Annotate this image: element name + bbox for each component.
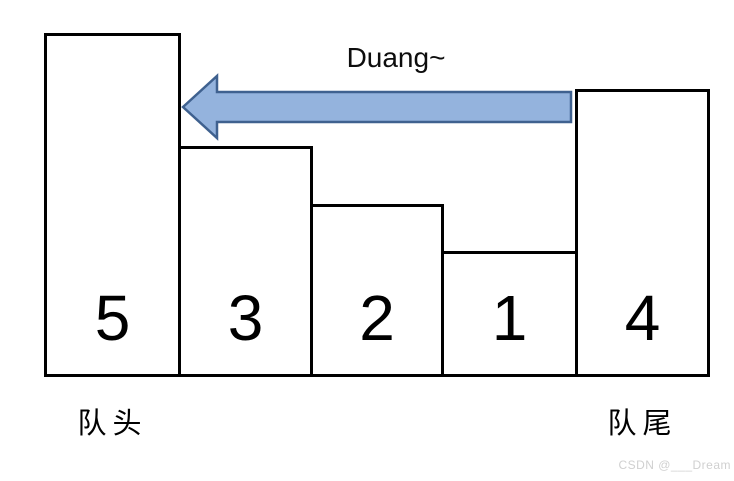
queue-tail-label: 队尾 — [607, 408, 678, 440]
queue-bar-value: 5 — [94, 282, 131, 354]
queue-bar: 3 — [178, 146, 313, 377]
leftward-block-arrow-icon — [181, 73, 573, 141]
queue-head-label: 队头 — [77, 408, 148, 440]
queue-bar: 1 — [441, 251, 578, 377]
queue-bar-value: 3 — [227, 282, 264, 354]
queue-bar-value: 2 — [359, 282, 395, 354]
queue-bar: 5 — [44, 33, 181, 377]
queue-bar-value: 1 — [491, 282, 528, 354]
leftward-block-arrow-shape — [181, 73, 573, 141]
queue-bar: 4 — [575, 89, 710, 377]
arrow-label: Duang~ — [346, 42, 446, 73]
queue-bar: 2 — [310, 204, 444, 377]
watermark: CSDN @___Dream — [618, 458, 731, 472]
queue-bar-value: 4 — [624, 282, 661, 354]
